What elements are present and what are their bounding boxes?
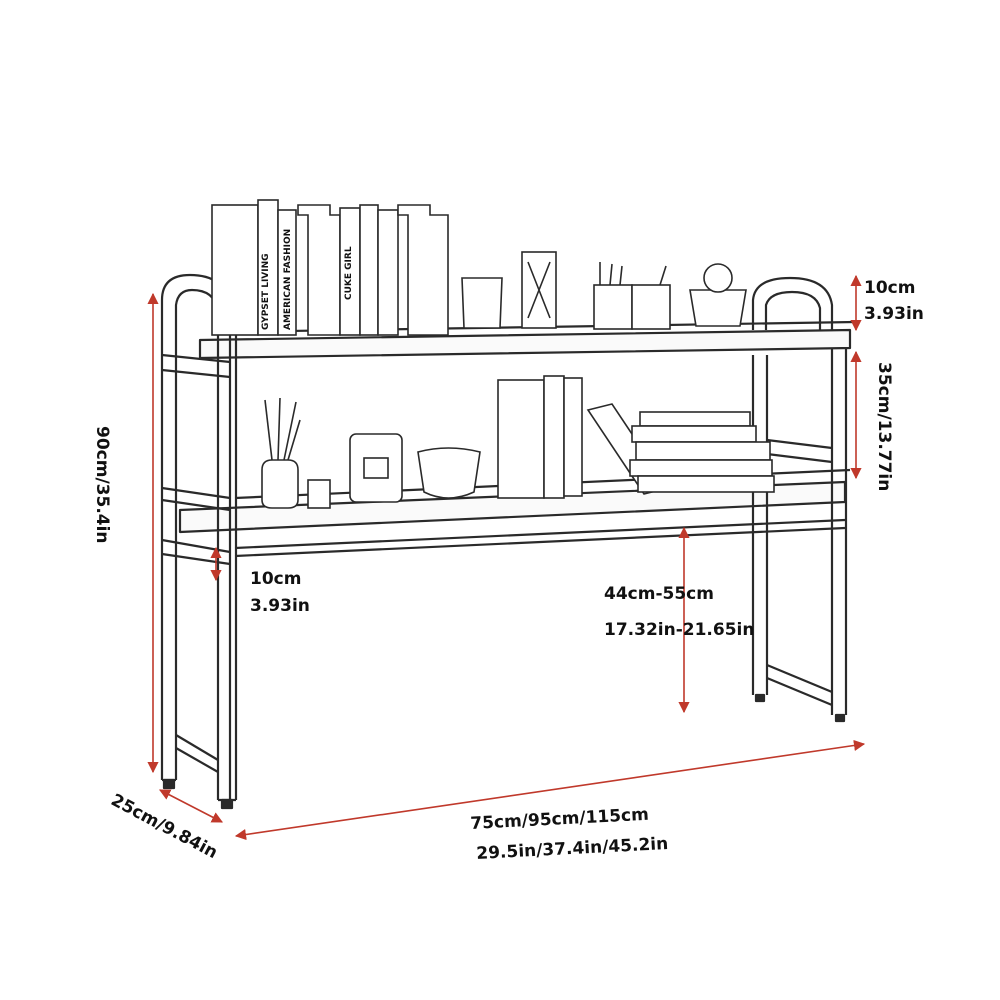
- book-7: [377, 209, 399, 336]
- book-3: [277, 209, 297, 336]
- spine-gypset: GYPSET LIVING: [261, 253, 271, 330]
- dimension-arrows: [147, 274, 866, 841]
- bowl: [417, 447, 481, 499]
- shelf-frame: [160, 273, 856, 810]
- spine-cuke-girl: CUKE GIRL: [344, 246, 354, 300]
- label-top-clearance-in: 3.93in: [864, 304, 924, 324]
- middle-shelf-items: [261, 375, 775, 509]
- book-11: [563, 377, 583, 497]
- arrow-width: [234, 739, 866, 841]
- book-stack-2: [631, 425, 757, 443]
- plant-pot: [689, 289, 747, 327]
- candle-jar: [349, 433, 403, 503]
- book-4: [297, 204, 341, 336]
- pen-cup-1: [593, 284, 633, 330]
- book-10: [543, 375, 565, 499]
- book-stack-4: [629, 459, 773, 477]
- book-stack-5: [637, 475, 775, 493]
- label-bottom-rail-cm: 10cm: [250, 569, 302, 589]
- book-1: [211, 204, 259, 336]
- label-total-height: 90cm/35.4in: [92, 426, 112, 544]
- glass: [461, 277, 503, 329]
- book-9: [497, 379, 545, 499]
- arrow-depth: [159, 789, 223, 823]
- label-top-clearance-cm: 10cm: [864, 278, 916, 298]
- pen-cup-2: [631, 284, 671, 330]
- book-6: [359, 204, 379, 336]
- spine-american-fashion: AMERICAN FASHION: [283, 228, 293, 330]
- book-8: [397, 204, 449, 336]
- book-stack-1: [639, 411, 751, 427]
- diffuser-bottle: [261, 459, 299, 509]
- label-bottom-rail-in: 3.93in: [250, 596, 310, 616]
- top-shelf-items: [211, 199, 747, 336]
- small-bottle: [307, 479, 331, 509]
- label-shelf-gap: 35cm/13.77in: [874, 362, 894, 492]
- label-under-shelf-cm: 44cm-55cm: [604, 584, 714, 604]
- label-under-shelf-in: 17.32in-21.65in: [604, 620, 755, 640]
- book-stack-3: [635, 441, 771, 461]
